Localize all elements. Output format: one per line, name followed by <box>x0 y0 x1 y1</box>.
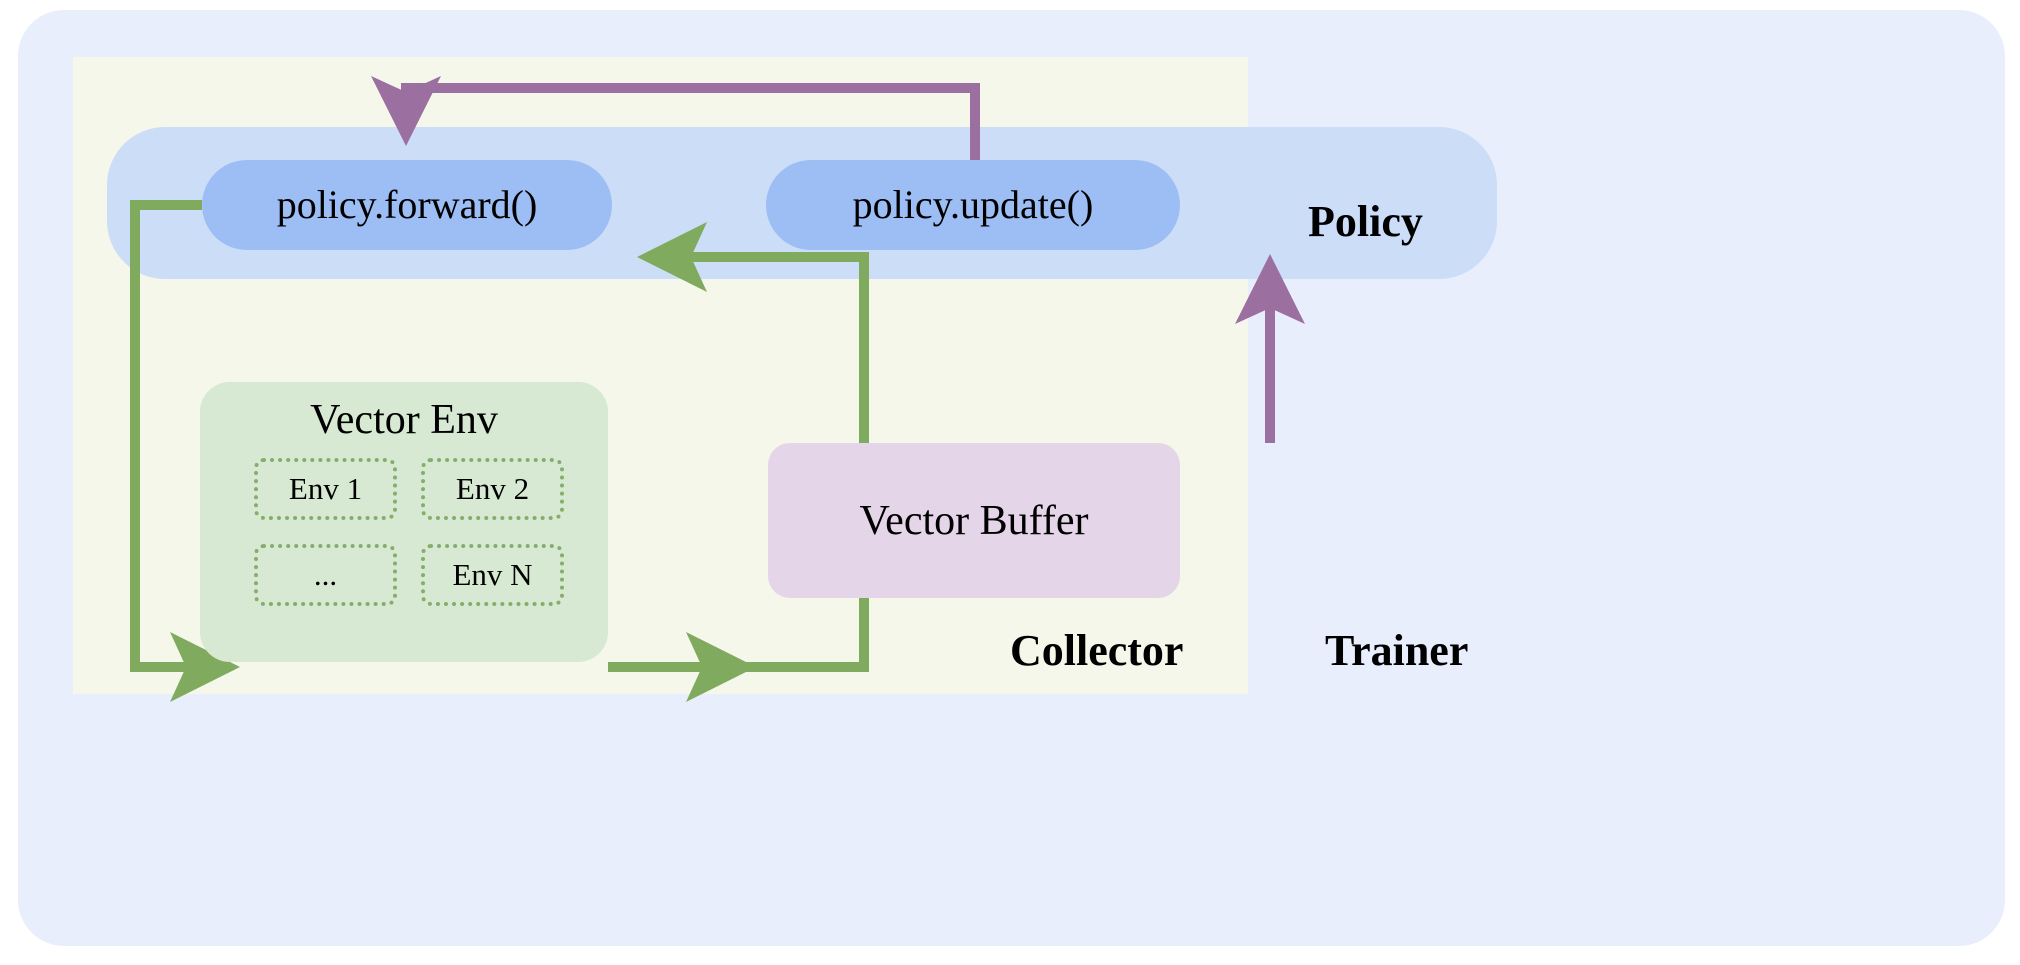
collector-section-label: Collector <box>1010 626 1184 675</box>
env-cell-label: Env 2 <box>455 471 530 506</box>
env-cell-label: Env 1 <box>288 471 363 506</box>
env-cell[interactable]: Env 1 <box>254 458 397 520</box>
node-vector-buffer-label: Vector Buffer <box>859 497 1089 544</box>
env-cell[interactable]: Env N <box>421 544 564 606</box>
node-policy-update-label: policy.update() <box>852 182 1094 227</box>
env-cell[interactable]: ... <box>254 544 397 606</box>
vector-env-title: Vector Env <box>310 397 498 443</box>
vector-env-cell-grid: Env 1 Env 2 ... Env N <box>254 458 564 606</box>
node-policy-forward-label: policy.forward() <box>276 182 538 227</box>
trainer-section-label: Trainer <box>1325 626 1469 675</box>
env-cell[interactable]: Env 2 <box>421 458 564 520</box>
env-cell-label: Env N <box>452 557 533 592</box>
node-vector-env[interactable]: Vector Env Env 1 Env 2 ... Env N <box>200 382 608 662</box>
node-policy-forward[interactable]: policy.forward() <box>202 160 612 250</box>
policy-section-label: Policy <box>1308 197 1423 246</box>
node-vector-buffer[interactable]: Vector Buffer <box>768 443 1180 598</box>
node-policy-update[interactable]: policy.update() <box>766 160 1180 250</box>
env-cell-label: ... <box>313 557 338 592</box>
